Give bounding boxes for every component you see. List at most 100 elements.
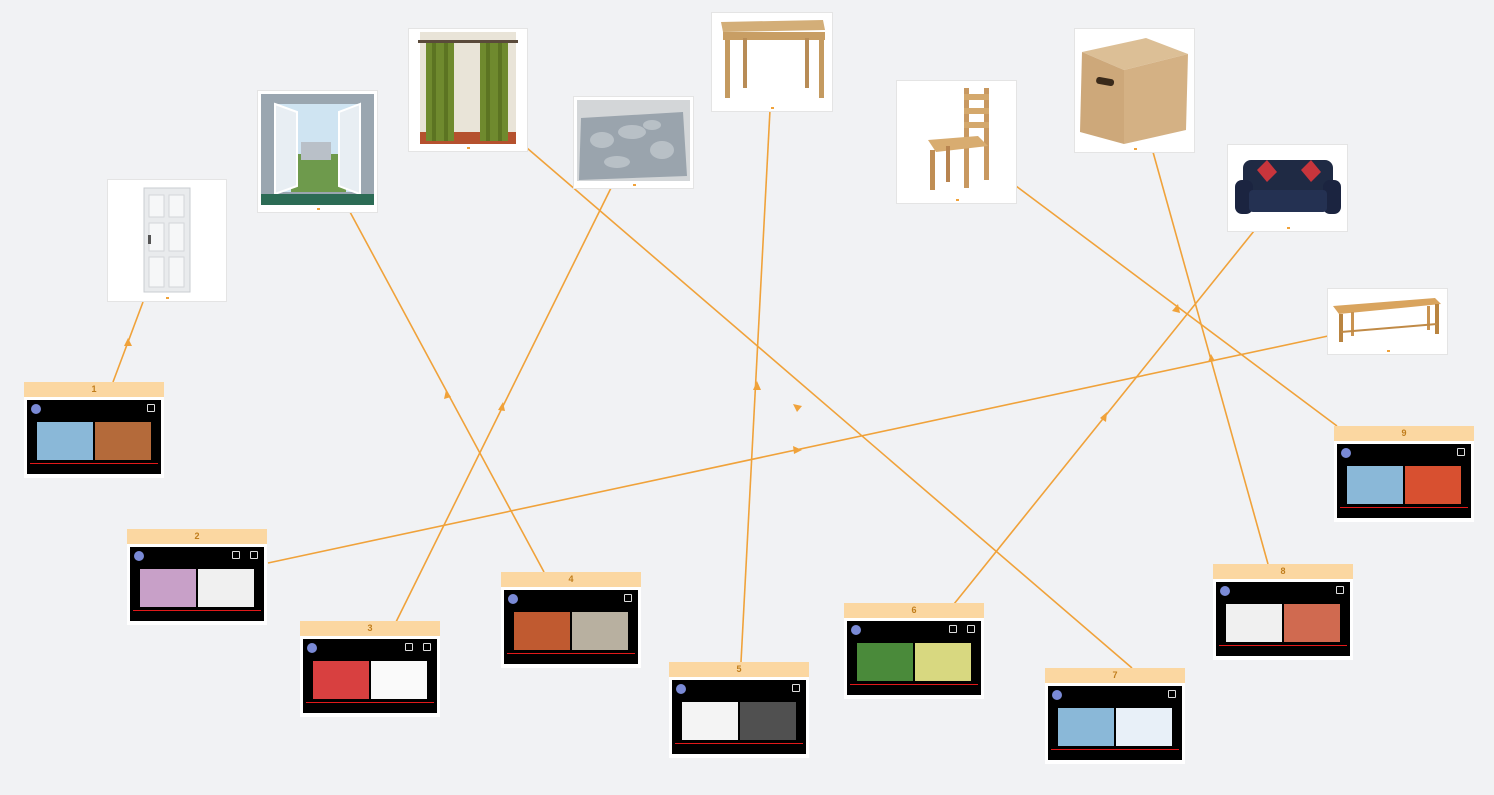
arrowhead: [498, 402, 505, 411]
frame-2[interactable]: 2: [127, 529, 267, 625]
player-controls[interactable]: [307, 705, 433, 711]
player-controls[interactable]: [1220, 648, 1346, 654]
frame-1[interactable]: 1: [24, 382, 164, 478]
video-player[interactable]: [1337, 444, 1471, 518]
frame-6[interactable]: 6: [844, 603, 984, 699]
progress-bar[interactable]: [507, 653, 635, 654]
avatar: [1052, 690, 1062, 700]
arrowhead: [793, 404, 802, 412]
watch-later-icon[interactable]: [232, 551, 240, 559]
frame-label: 5: [669, 662, 809, 677]
video-thumbnail[interactable]: [313, 661, 369, 699]
frame-7[interactable]: 7: [1045, 668, 1185, 764]
player-controls[interactable]: [676, 746, 802, 752]
bench-icon: [1331, 292, 1444, 347]
progress-bar[interactable]: [133, 610, 261, 611]
connector-3-rug: [395, 187, 612, 623]
progress-bar[interactable]: [1340, 507, 1468, 508]
arrowhead: [793, 446, 802, 454]
watch-later-icon[interactable]: [405, 643, 413, 651]
frame-3[interactable]: 3: [300, 621, 440, 717]
video-player[interactable]: [1216, 582, 1350, 656]
video-player[interactable]: [27, 400, 161, 474]
avatar: [307, 643, 317, 653]
video-player[interactable]: [504, 590, 638, 664]
chair-image-card[interactable]: [897, 81, 1016, 203]
progress-bar[interactable]: [306, 702, 434, 703]
frame-9[interactable]: 9: [1334, 426, 1474, 522]
video-thumbnail[interactable]: [915, 643, 971, 681]
box-image-card[interactable]: [1075, 29, 1194, 152]
progress-bar[interactable]: [1219, 645, 1347, 646]
frame-label: 2: [127, 529, 267, 544]
share-icon[interactable]: [967, 625, 975, 633]
video-thumbnail[interactable]: [1284, 604, 1340, 642]
frame-label: 7: [1045, 668, 1185, 683]
video-player[interactable]: [1048, 686, 1182, 760]
video-thumbnail[interactable]: [95, 422, 151, 460]
video-thumbnail[interactable]: [857, 643, 913, 681]
arrowhead: [1100, 412, 1107, 422]
share-icon[interactable]: [1336, 586, 1344, 594]
window-icon: [261, 94, 374, 205]
share-icon[interactable]: [147, 404, 155, 412]
connector-5-table: [740, 109, 771, 663]
player-controls[interactable]: [1052, 752, 1178, 758]
video-thumbnail[interactable]: [514, 612, 570, 650]
video-player[interactable]: [672, 680, 806, 754]
player-controls[interactable]: [851, 687, 977, 693]
rug-icon: [577, 100, 690, 181]
share-icon[interactable]: [624, 594, 632, 602]
share-icon[interactable]: [1457, 448, 1465, 456]
video-thumbnail[interactable]: [1116, 708, 1172, 746]
watch-later-icon[interactable]: [949, 625, 957, 633]
sofa-image-card[interactable]: [1228, 145, 1347, 231]
window-image-card[interactable]: [258, 91, 377, 212]
connector-6-sofa: [953, 230, 1255, 605]
share-icon[interactable]: [423, 643, 431, 651]
frame-8[interactable]: 8: [1213, 564, 1353, 660]
video-thumbnail[interactable]: [37, 422, 93, 460]
avatar: [1341, 448, 1351, 458]
frame-label: 9: [1334, 426, 1474, 441]
player-controls[interactable]: [508, 656, 634, 662]
video-player[interactable]: [847, 621, 981, 695]
share-icon[interactable]: [250, 551, 258, 559]
video-thumbnail[interactable]: [572, 612, 628, 650]
table-image-card[interactable]: [712, 13, 832, 111]
share-icon[interactable]: [792, 684, 800, 692]
video-thumbnail[interactable]: [1347, 466, 1403, 504]
rug-image-card[interactable]: [574, 97, 693, 188]
video-thumbnail[interactable]: [1405, 466, 1461, 504]
progress-bar[interactable]: [675, 743, 803, 744]
video-thumbnail[interactable]: [1226, 604, 1282, 642]
avatar: [31, 404, 41, 414]
video-thumbnail[interactable]: [1058, 708, 1114, 746]
player-controls[interactable]: [31, 466, 157, 472]
progress-bar[interactable]: [30, 463, 158, 464]
chair-icon: [900, 84, 1013, 196]
bench-image-card[interactable]: [1328, 289, 1447, 354]
frame-4[interactable]: 4: [501, 572, 641, 668]
progress-bar[interactable]: [850, 684, 978, 685]
video-thumbnail[interactable]: [682, 702, 738, 740]
player-controls[interactable]: [134, 613, 260, 619]
door-image-card[interactable]: [108, 180, 226, 301]
curtains-image-card[interactable]: [409, 29, 527, 151]
video-thumbnail[interactable]: [371, 661, 427, 699]
arrowhead: [1208, 354, 1215, 362]
video-thumbnail[interactable]: [198, 569, 254, 607]
connector-1-door: [112, 301, 144, 383]
video-thumbnail[interactable]: [140, 569, 196, 607]
table-icon: [715, 16, 829, 104]
video-player[interactable]: [303, 639, 437, 713]
frame-label: 3: [300, 621, 440, 636]
video-player[interactable]: [130, 547, 264, 621]
player-controls[interactable]: [1341, 510, 1467, 516]
video-thumbnail[interactable]: [740, 702, 796, 740]
share-icon[interactable]: [1168, 690, 1176, 698]
frame-5[interactable]: 5: [669, 662, 809, 758]
frame-label: 4: [501, 572, 641, 587]
progress-bar[interactable]: [1051, 749, 1179, 750]
